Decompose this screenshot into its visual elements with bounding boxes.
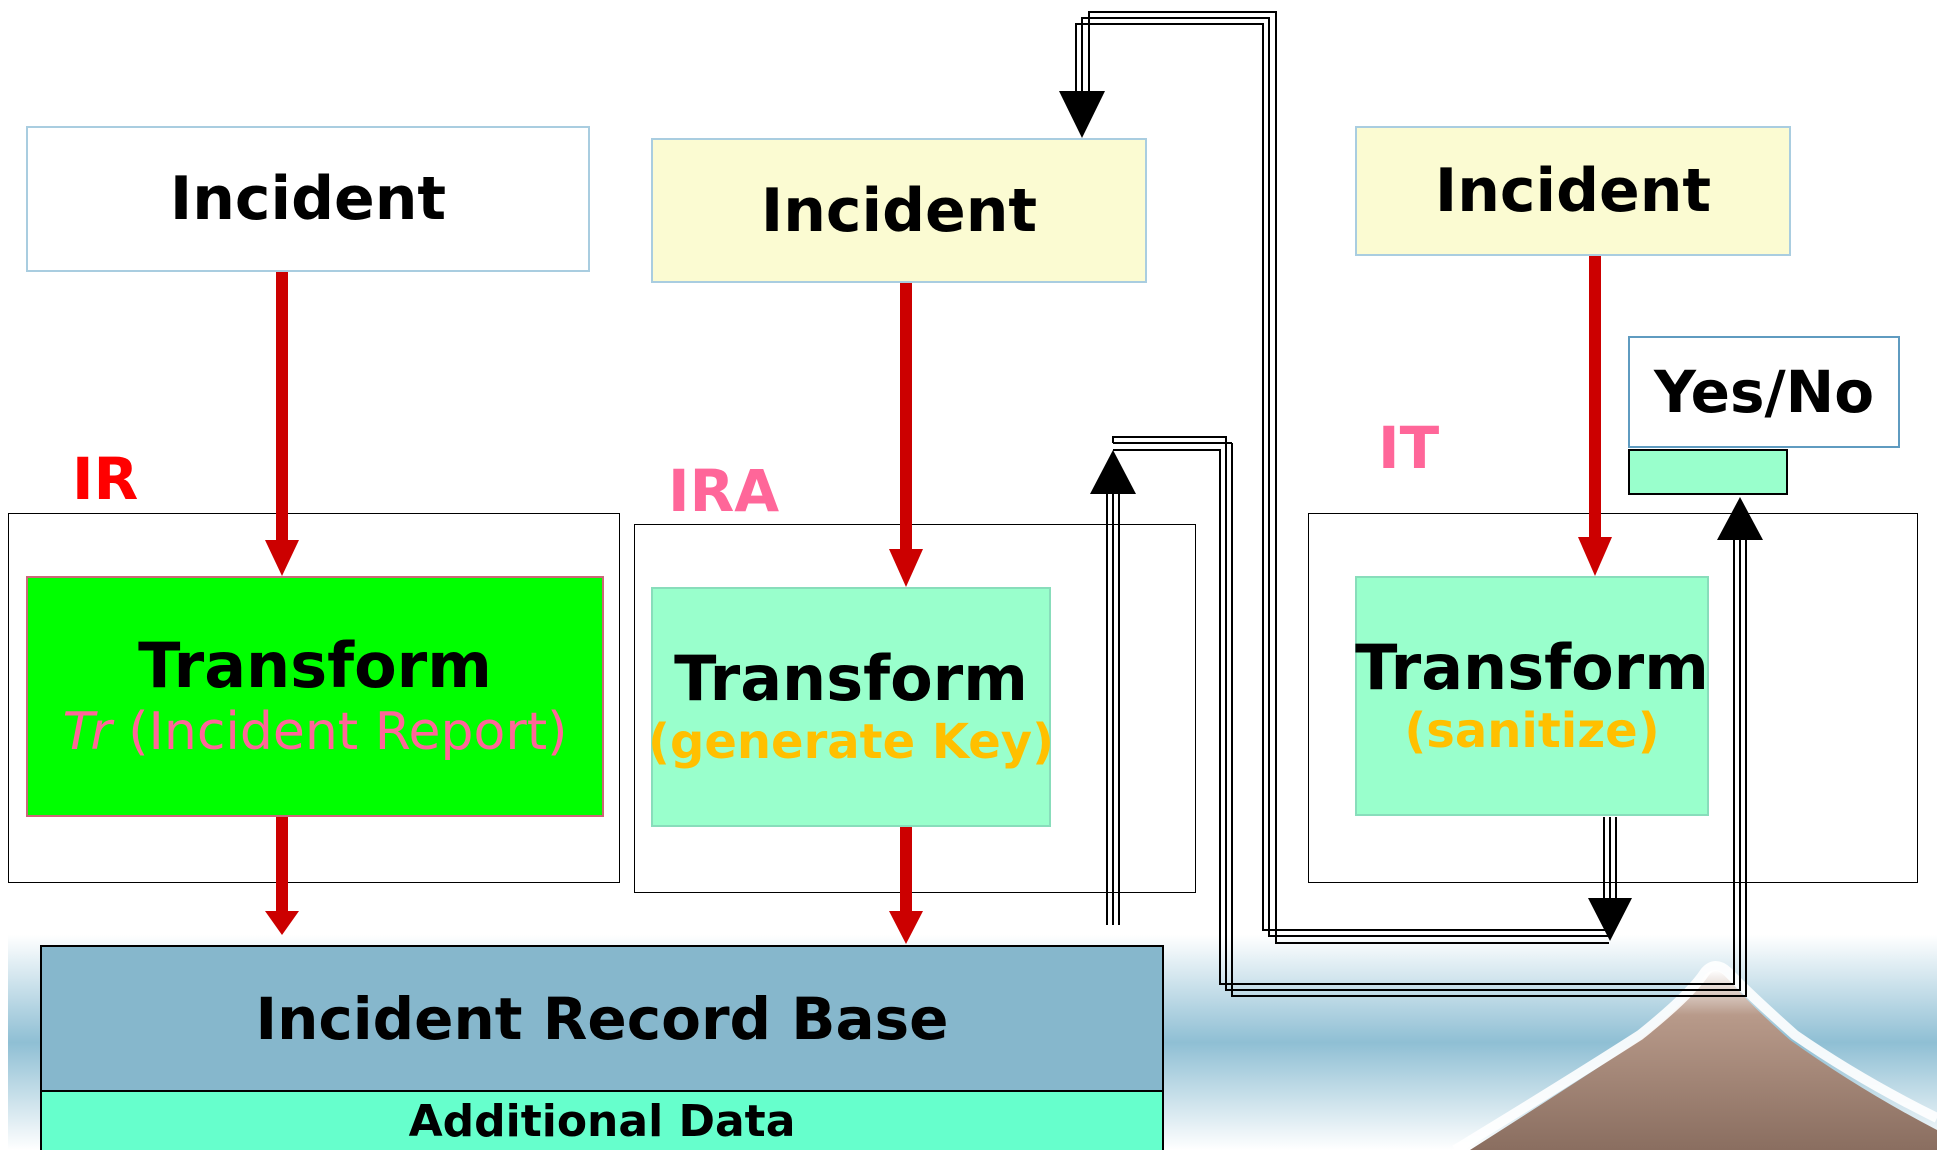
ir-label: IR (72, 445, 139, 513)
transform-subtitle: Tr (Incident Report) (63, 701, 568, 763)
incident-box-3: Incident (1355, 126, 1791, 256)
additional-data-row: Additional Data (42, 1092, 1162, 1150)
it-transform-box: Transform (sanitize) (1355, 576, 1709, 816)
additional-data-label: Additional Data (408, 1095, 796, 1147)
incident-record-base: Incident Record Base Additional Data (40, 945, 1164, 1150)
yes-no-label: Yes/No (1653, 358, 1875, 426)
transform-subtitle: (generate Key) (648, 713, 1054, 770)
tr-symbol: Tr (62, 701, 112, 762)
transform-title: Transform (1355, 630, 1709, 704)
record-base-header: Incident Record Base (42, 947, 1162, 1092)
incident-box-1: Incident (26, 126, 590, 272)
incident-label: Incident (1434, 156, 1712, 226)
ira-transform-box: Transform (generate Key) (648, 587, 1054, 827)
transform-subtitle-text: (Incident Report) (111, 701, 568, 762)
record-base-title: Incident Record Base (255, 984, 949, 1053)
ir-transform-box: Transform Tr (Incident Report) (26, 576, 604, 817)
transform-title: Transform (138, 628, 492, 702)
it-label: IT (1378, 414, 1440, 482)
transform-subtitle: (sanitize) (1404, 702, 1660, 759)
transform-title: Transform (674, 641, 1028, 715)
ir-process-frame (8, 513, 620, 883)
incident-label: Incident (169, 164, 447, 234)
ira-label: IRA (668, 457, 780, 525)
yes-no-box: Yes/No (1628, 336, 1900, 448)
incident-box-2: Incident (651, 138, 1147, 283)
incident-label: Incident (760, 175, 1038, 246)
yes-no-slot (1628, 449, 1788, 495)
